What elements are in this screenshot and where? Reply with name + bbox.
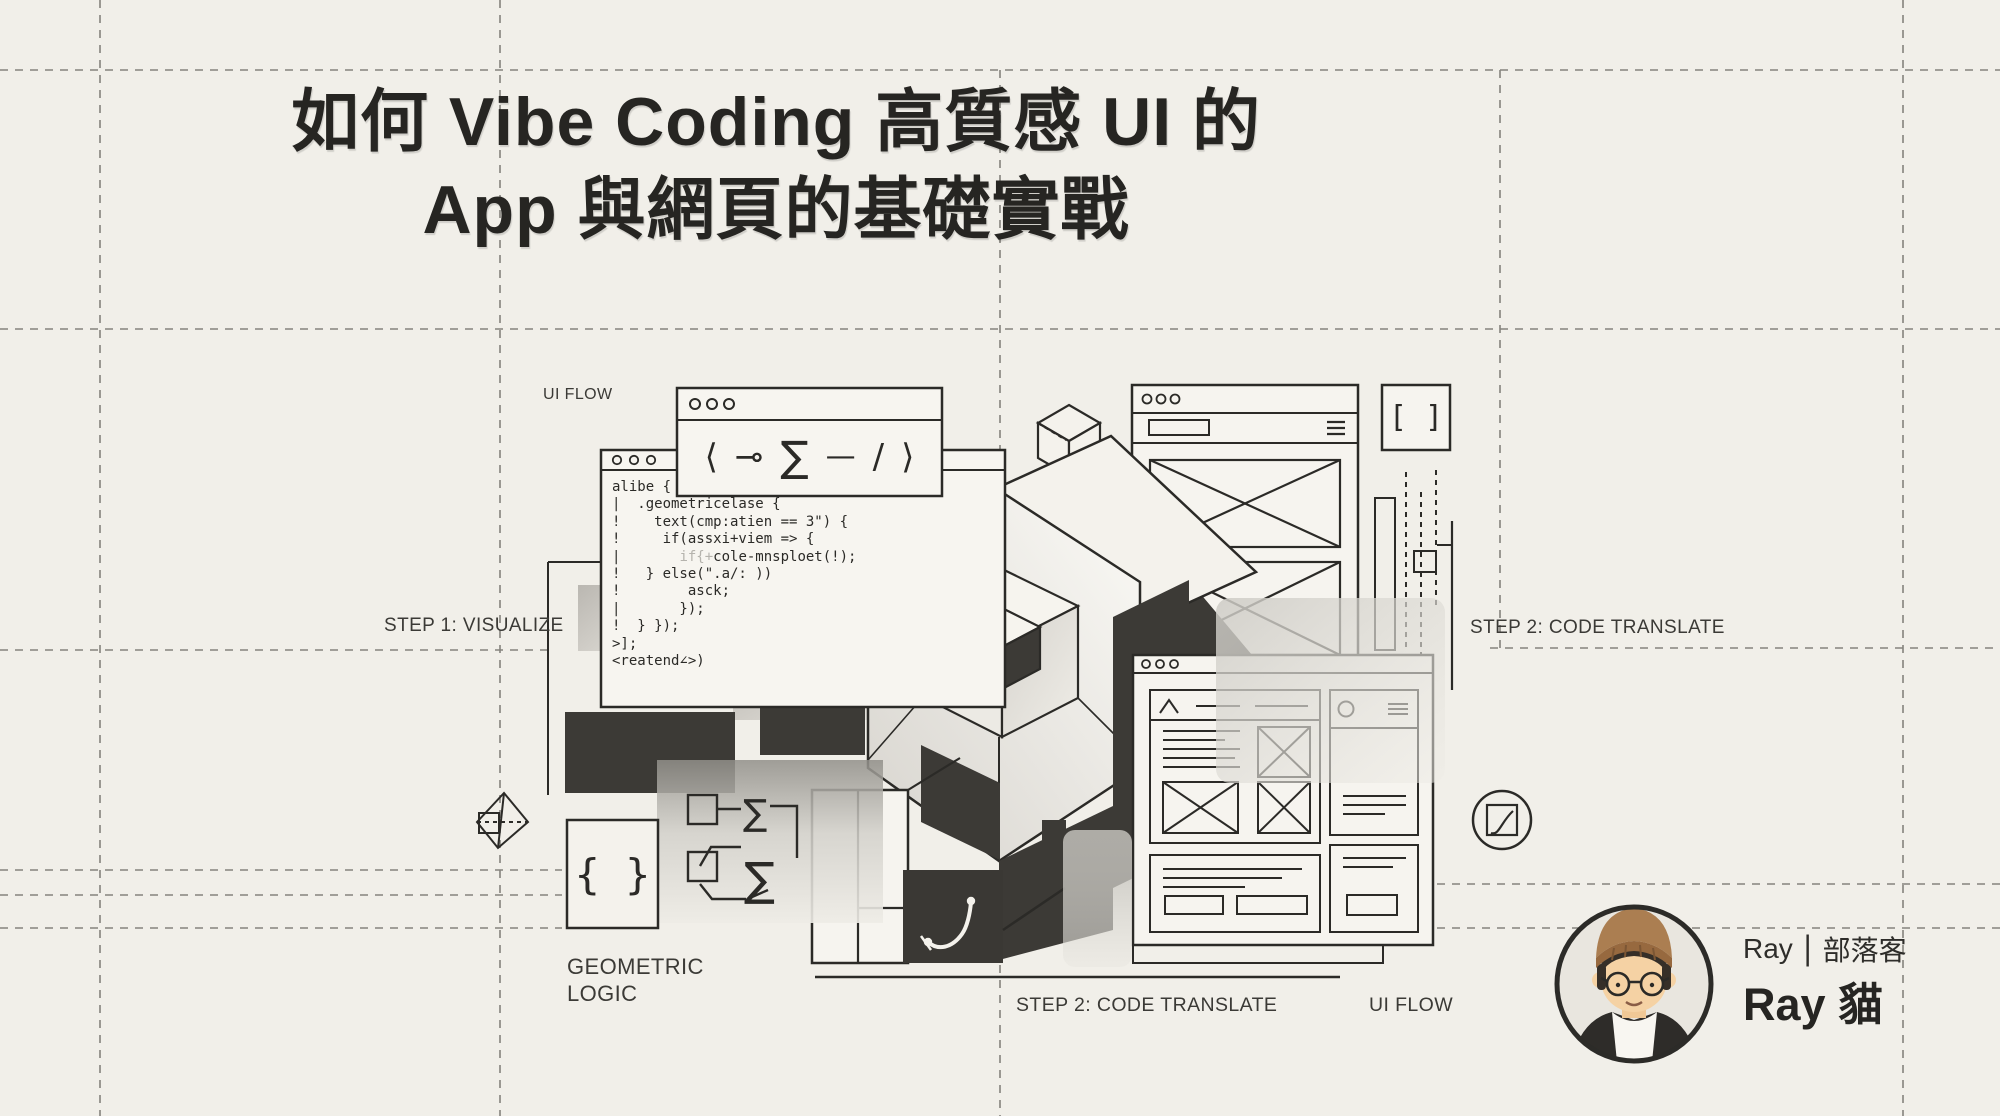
braces-icon: { } (574, 849, 651, 899)
formula-symbols: ⟨ ⊸ ∑ — / ⟩ (677, 420, 942, 494)
window-dots (689, 398, 735, 410)
code-line: ! } else(".a/: )) (612, 566, 773, 583)
window-dots (1141, 659, 1179, 669)
formula-symbol: — (825, 439, 856, 474)
search-bar (1148, 419, 1210, 436)
label-ui-flow-top: UI FLOW (543, 386, 613, 403)
formula-symbol: ⟩ (901, 437, 915, 477)
window-dots (611, 454, 657, 466)
code-line: | }); (612, 600, 705, 617)
author-handle: Ray (1743, 933, 1793, 964)
mountain-icon (1159, 698, 1179, 714)
author-role: 部落客 (1822, 935, 1907, 966)
label-step1: STEP 1: VISUALIZE (384, 615, 564, 636)
formula-symbol: ⟨ (704, 437, 718, 477)
separator: | (1803, 929, 1812, 968)
dark-sliver (1042, 820, 1066, 874)
code-line: ! asck; (612, 583, 731, 600)
diamond-icon (475, 791, 530, 850)
tshirt (1612, 1012, 1657, 1059)
avatar (1554, 904, 1714, 1064)
author-name: Ray 貓 (1743, 979, 1884, 1030)
code-snippet: alibe {| .geometricelase {! text(cmp:ati… (612, 479, 856, 670)
sigma-icon: ∑ (743, 793, 767, 834)
beanie-band (1596, 941, 1672, 968)
code-line: | .geometricelase { (612, 496, 781, 513)
code-line: <reatend∠>) (612, 653, 705, 670)
pen-tool-icon (903, 870, 1003, 963)
label-step2-bottom: STEP 2: CODE TRANSLATE (1016, 994, 1278, 1016)
code-line: ! if(assxi+viem => { (612, 531, 815, 548)
formula-symbol: / (872, 437, 885, 477)
vector-node-icon (1471, 789, 1533, 851)
label-geometric-logic: GEOMETRIC LOGIC (567, 954, 704, 1006)
window-dots (1141, 393, 1181, 405)
beanie (1596, 909, 1672, 958)
code-line: alibe { (612, 479, 672, 495)
formula-symbol: ⊸ (734, 437, 764, 477)
brackets-icon: [ ] (1388, 400, 1444, 435)
button-placeholder (1236, 895, 1308, 915)
hamburger-icon (1327, 420, 1345, 436)
glasses (1600, 971, 1670, 997)
code-line: >]; (612, 635, 638, 652)
window-ledge (1132, 945, 1384, 964)
label-ui-flow-bottom: UI FLOW (1369, 994, 1454, 1016)
title-line-1: 如何 Vibe Coding 高質感 UI 的 (291, 84, 1261, 160)
code-line: | if{+cole-mnsploet(!); (612, 548, 857, 565)
formula-window (675, 386, 944, 498)
sigma-icon: ∑ (744, 852, 775, 906)
image-placeholder (1162, 781, 1239, 834)
brackets-icon-box (1380, 383, 1452, 452)
avatar-ring (1554, 904, 1714, 1064)
connector-line (1002, 886, 1066, 932)
code-line: ! } }); (612, 618, 680, 635)
frosted-panel (1216, 598, 1445, 783)
formula-symbol: ∑ (780, 432, 809, 481)
button-placeholder (1346, 894, 1398, 916)
author-byline: Ray | 部落客 (1743, 929, 1907, 969)
page-title: 如何 Vibe Coding 高質感 UI 的 App 與網頁的基礎實戰 (0, 78, 1552, 254)
sigma-flow-panel: ∑ ∑ (657, 760, 883, 923)
braces-icon-box (565, 818, 660, 930)
cube-shadow-face (921, 745, 1000, 860)
code-line: ! text(cmp:atien == 3") { (612, 513, 849, 530)
button-placeholder (1164, 895, 1224, 915)
title-line-2: App 與網頁的基礎實戰 (422, 172, 1130, 248)
smile (1625, 1001, 1643, 1007)
label-step2-right: STEP 2: CODE TRANSLATE (1470, 617, 1725, 638)
dimension-rule (547, 561, 601, 795)
frosted-strip (1063, 830, 1132, 967)
